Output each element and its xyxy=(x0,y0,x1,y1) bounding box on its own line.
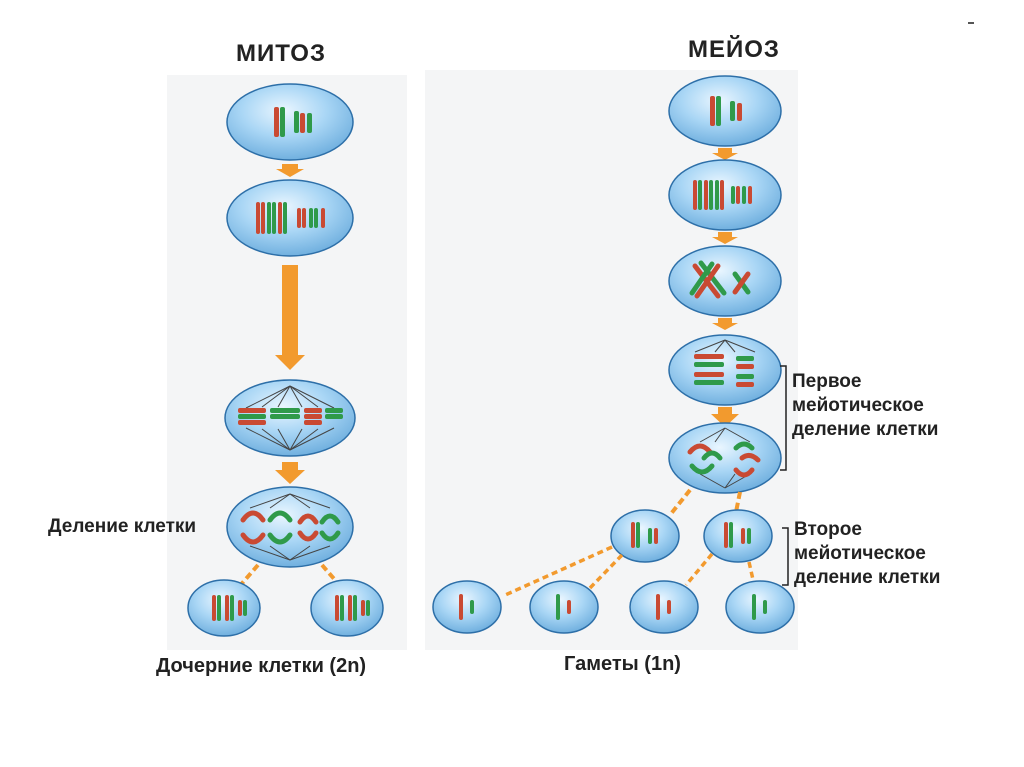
first-division-line-2: мейотическое xyxy=(792,395,924,416)
second-division-line-1: Второе xyxy=(794,519,862,540)
meiosis-ii-cell-2 xyxy=(703,509,773,563)
meiosis-cell-3 xyxy=(668,245,782,317)
first-division-label: Первое мейотическое деление клетки xyxy=(792,370,938,442)
first-division-line-3: деление клетки xyxy=(792,419,939,440)
meiosis-cell-4 xyxy=(668,334,782,406)
second-division-bracket xyxy=(782,527,789,586)
gamete-2 xyxy=(529,580,599,634)
daughter-cell-2 xyxy=(310,579,384,637)
meiosis-cell-2 xyxy=(668,159,782,231)
daughter-cell-1 xyxy=(187,579,261,637)
second-division-label: Второе мейотическое деление клетки xyxy=(794,518,940,590)
gametes-label: Гаметы (1n) xyxy=(564,653,681,675)
gamete-4 xyxy=(725,580,795,634)
arrow-mitosis-1 xyxy=(276,164,304,177)
arrow-meiosis-1 xyxy=(712,148,738,160)
mitosis-title: МИТОЗ xyxy=(236,40,327,67)
first-division-bracket xyxy=(780,365,787,471)
mitosis-cell-2 xyxy=(226,179,354,257)
second-division-line-3: деление клетки xyxy=(794,567,941,588)
meiosis-ii-cell-1 xyxy=(610,509,680,563)
mitosis-cell-3 xyxy=(224,379,356,457)
second-division-line-2: мейотическое xyxy=(794,543,926,564)
first-division-line-1: Первое xyxy=(792,371,862,392)
arrow-meiosis-2 xyxy=(712,232,738,244)
gamete-arrows xyxy=(502,545,756,598)
corner-mark xyxy=(968,22,974,24)
arrow-mitosis-2 xyxy=(275,265,305,370)
meiosis-title: МЕЙОЗ xyxy=(688,36,780,63)
arrow-meiosis-4 xyxy=(711,407,739,427)
arrow-mitosis-3 xyxy=(275,462,305,484)
meiosis-division-arrows xyxy=(668,488,742,517)
meiosis-cell-1 xyxy=(668,75,782,147)
gamete-3 xyxy=(629,580,699,634)
cell-division-label: Деление клетки xyxy=(48,516,197,537)
mitosis-cell-1 xyxy=(226,83,354,161)
arrow-meiosis-3 xyxy=(712,318,738,330)
daughter-cells-label: Дочерние клетки (2n) xyxy=(156,655,367,677)
mitosis-cell-4 xyxy=(226,486,354,568)
meiosis-cell-5 xyxy=(668,422,782,494)
gamete-1 xyxy=(432,580,502,634)
